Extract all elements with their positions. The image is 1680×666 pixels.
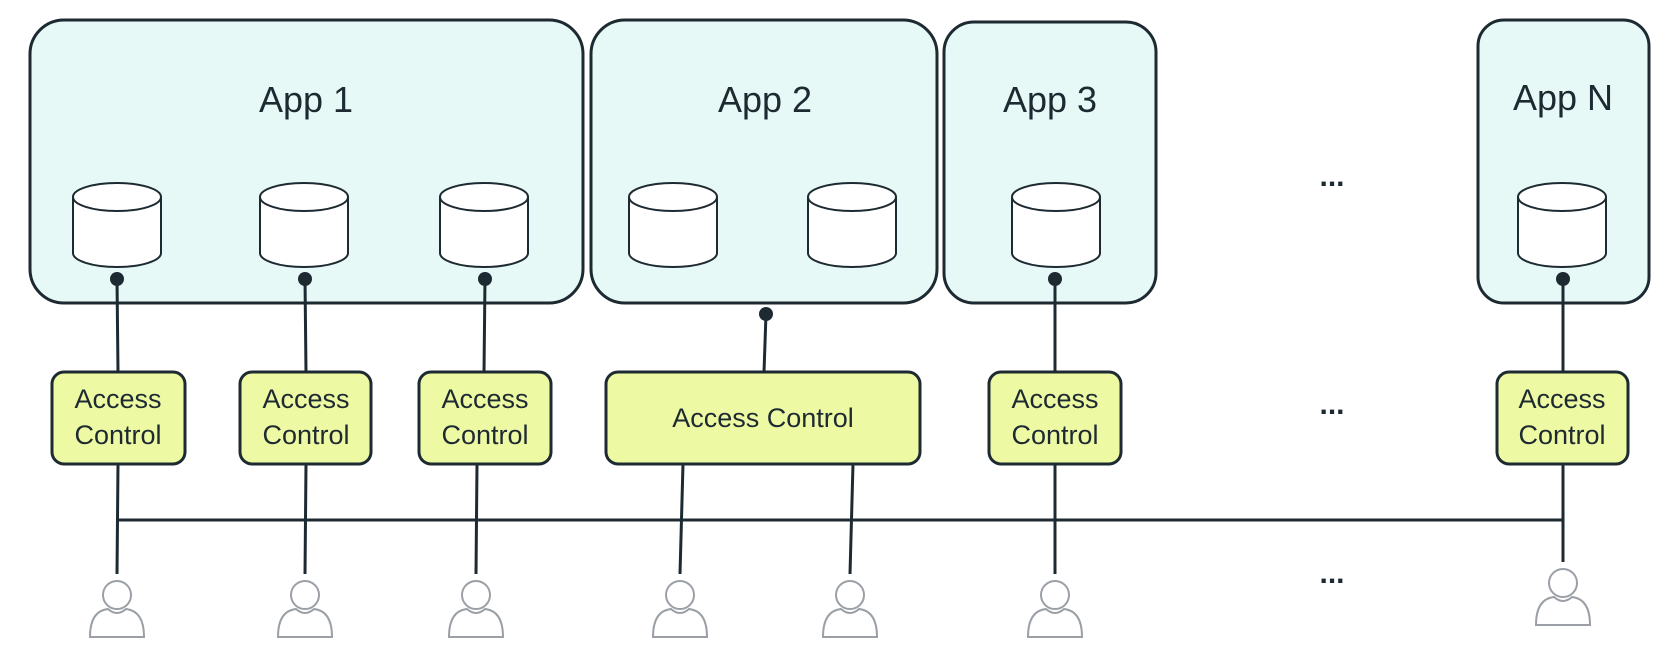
ellipsis: ... [1319,160,1344,193]
ellipsis: ... [1319,557,1344,590]
access-control-label: Control [1011,420,1098,450]
user-icon [276,580,334,638]
access-control-box [50,370,187,466]
database-icon [439,182,529,268]
database-icon [259,182,349,268]
access-control-label: Access [1011,384,1098,414]
user-icon [1534,568,1592,626]
database-icon [1517,182,1607,268]
user-icon [88,580,146,638]
connector-dot [1048,272,1062,286]
user-icon [651,580,709,638]
user-icon [447,580,505,638]
user-icon [821,580,879,638]
database-icon [628,182,718,268]
access-control-box [604,370,922,466]
access-control-box [1495,370,1630,466]
access-control-label: Control [262,420,349,450]
connector-dot [298,272,312,286]
access-control-box [417,370,553,466]
connector-dot [1556,272,1570,286]
connector-line [482,278,487,373]
access-control-label: Access [441,384,528,414]
app-3-box [942,20,1158,305]
connector-dot [110,272,124,286]
access-control-label: Access [1518,384,1605,414]
access-control-label: Control [74,420,161,450]
app-2-title: App 2 [718,79,812,120]
access-control-box [987,370,1123,466]
database-icon [72,182,162,268]
access-control-label: Access [74,384,161,414]
access-control-label: Access [262,384,349,414]
database-icon [807,182,897,268]
access-control-box [238,370,373,466]
access-control-label: Access Control [672,403,854,433]
user-icon [1026,580,1084,638]
connector-dot [759,307,773,321]
connector-line [115,278,120,373]
connector-line [303,278,308,373]
database-icon [1011,182,1101,268]
connector-dot [478,272,492,286]
access-control-label: Control [441,420,528,450]
access-control-label: Control [1518,420,1605,450]
connector-line [762,313,768,373]
app-1-title: App 1 [259,79,353,120]
ellipsis: ... [1319,388,1344,421]
app-n-title: App N [1513,77,1613,118]
app-3-title: App 3 [1003,79,1097,120]
